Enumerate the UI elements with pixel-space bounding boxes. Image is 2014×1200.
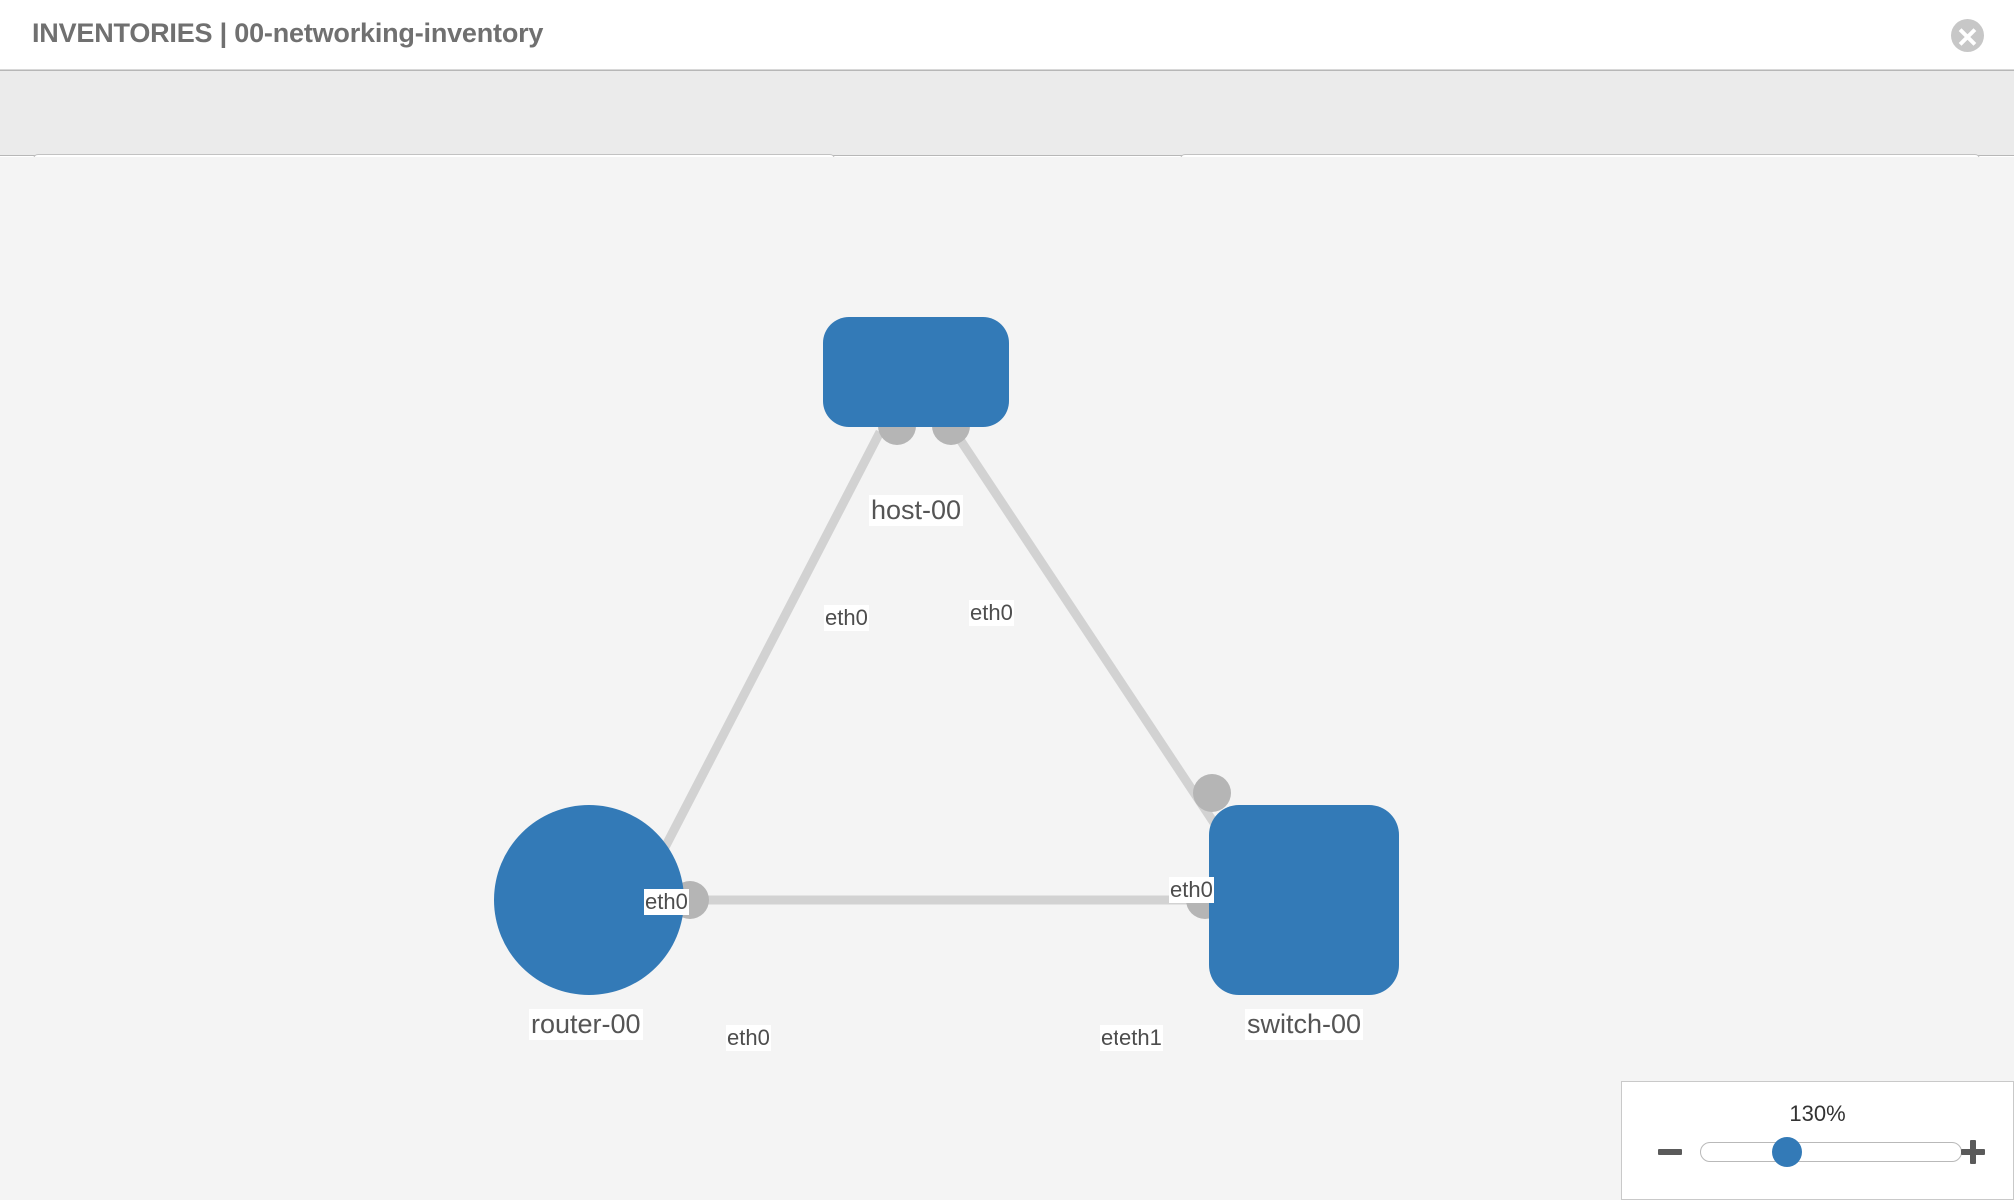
- iface-label-switch-up: eth0: [1169, 877, 1214, 903]
- node-label-host-00: host-00: [869, 495, 964, 526]
- zoom-in-button[interactable]: [1958, 1137, 1988, 1167]
- link-host-switch[interactable]: [951, 429, 1234, 850]
- page-header: INVENTORIES | 00-networking-inventory: [0, 0, 2014, 70]
- toolbar: ACTIONS SEARCH: [0, 70, 2014, 206]
- iface-label-switch-left-b: eth1: [1118, 1025, 1163, 1051]
- node-label-router-00: router-00: [529, 1009, 643, 1040]
- zoom-out-button[interactable]: [1655, 1137, 1685, 1167]
- link-host-router[interactable]: [656, 429, 884, 860]
- iface-label-router-right: eth0: [726, 1025, 771, 1051]
- iface-label-router-up: eth0: [644, 889, 689, 915]
- close-icon[interactable]: [1951, 19, 1984, 52]
- node-shape: [823, 317, 1009, 427]
- zoom-slider-thumb[interactable]: [1772, 1137, 1802, 1167]
- zoom-control-panel: 130%: [1621, 1081, 2014, 1200]
- zoom-slider-track[interactable]: [1700, 1142, 1962, 1162]
- node-shape: [1209, 805, 1399, 995]
- topology-links: [656, 429, 1234, 905]
- connector-switch-top: [1193, 774, 1231, 812]
- page-title: INVENTORIES | 00-networking-inventory: [32, 18, 544, 48]
- iface-label-host-right: eth0: [969, 600, 1014, 626]
- iface-label-host-left: eth0: [824, 605, 869, 631]
- topology-canvas[interactable]: host-00 router-00: [0, 157, 2014, 1200]
- node-label-switch-00: switch-00: [1245, 1009, 1364, 1040]
- zoom-level-label: 130%: [1789, 1101, 1846, 1126]
